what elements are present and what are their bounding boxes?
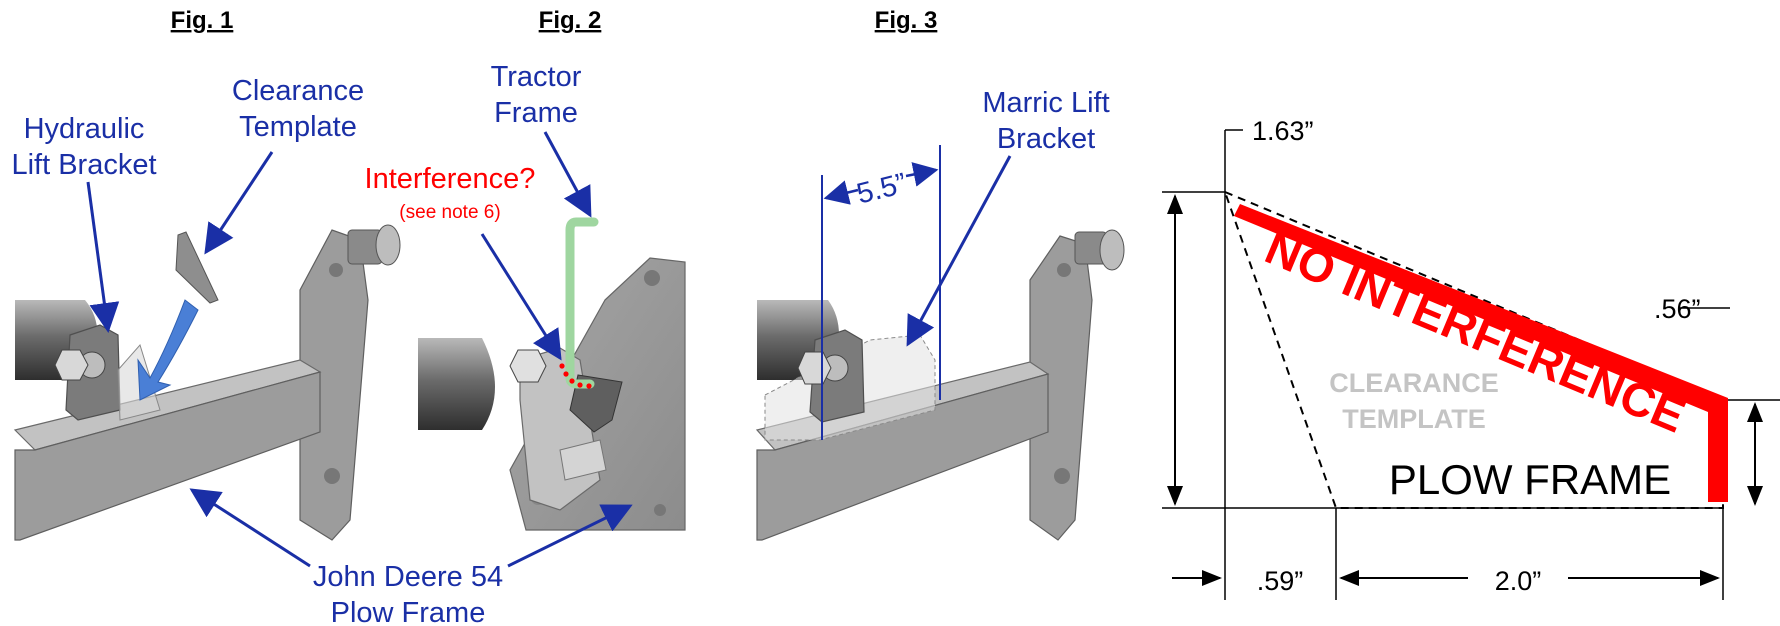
dim-label-056: .56” xyxy=(1654,294,1701,324)
frame-plate xyxy=(299,229,369,541)
fig1-title: Fig. 1 xyxy=(171,7,234,34)
dim-label-2-0: 2.0” xyxy=(1495,566,1542,596)
label-jd-line1: John Deere 54 xyxy=(313,561,503,593)
label-tractor-line1: Tractor xyxy=(491,61,582,93)
clearance-template-diagram xyxy=(1162,129,1780,600)
tractor-frame xyxy=(565,217,599,389)
arrow-jd-left xyxy=(189,488,311,568)
plow-beam-front-fig3 xyxy=(756,373,1049,541)
frame-plate-fig3 xyxy=(1029,235,1093,541)
arrow-interference xyxy=(480,233,562,361)
label-hydraulic-line2: Lift Bracket xyxy=(11,149,156,181)
dim-label-1-63: 1.63” xyxy=(1252,116,1314,146)
label-clearance-line1: Clearance xyxy=(232,75,364,107)
template-wedge xyxy=(569,374,623,433)
dim-label-059: .59” xyxy=(1257,566,1304,596)
arrow-clearance xyxy=(204,151,274,255)
figure-1-illustration xyxy=(13,224,401,541)
label-jd-line2: Plow Frame xyxy=(331,597,486,626)
fig3-title: Fig. 3 xyxy=(875,7,938,34)
fig2-title: Fig. 2 xyxy=(539,7,602,34)
label-tractor-line2: Frame xyxy=(494,97,578,129)
arrow-jd-right xyxy=(507,504,633,568)
arrow-hydraulic xyxy=(86,181,120,333)
figure-3-illustration xyxy=(755,145,1125,541)
dim-5-5-arrow-left xyxy=(823,180,859,205)
label-marric-line2: Bracket xyxy=(997,123,1095,155)
plow-beam-front xyxy=(14,371,321,541)
label-clearance-line2: Template xyxy=(239,111,357,143)
placement-arrow xyxy=(137,299,199,401)
label-interference-note: (see note 6) xyxy=(399,202,500,223)
interference-dots xyxy=(559,363,592,389)
label-marric-line1: Marric Lift xyxy=(982,87,1109,119)
hydraulic-cylinder-closeup xyxy=(418,338,495,430)
clearance-template-text-line2: TEMPLATE xyxy=(1342,404,1486,434)
label-interference: Interference? xyxy=(365,163,536,195)
clearance-template-piece xyxy=(175,231,219,304)
arrow-tractor xyxy=(543,131,592,218)
arrow-marric xyxy=(906,155,1012,347)
plow-frame-text: PLOW FRAME xyxy=(1389,456,1671,503)
figure-2-illustration xyxy=(418,217,686,531)
dim-5-5-arrow-right xyxy=(905,162,939,187)
clearance-template-text-line1: CLEARANCE xyxy=(1329,368,1499,398)
label-dim-5-5: 5.5” xyxy=(854,167,910,210)
label-hydraulic-line1: Hydraulic xyxy=(24,113,145,145)
no-interference-band xyxy=(1234,204,1728,502)
